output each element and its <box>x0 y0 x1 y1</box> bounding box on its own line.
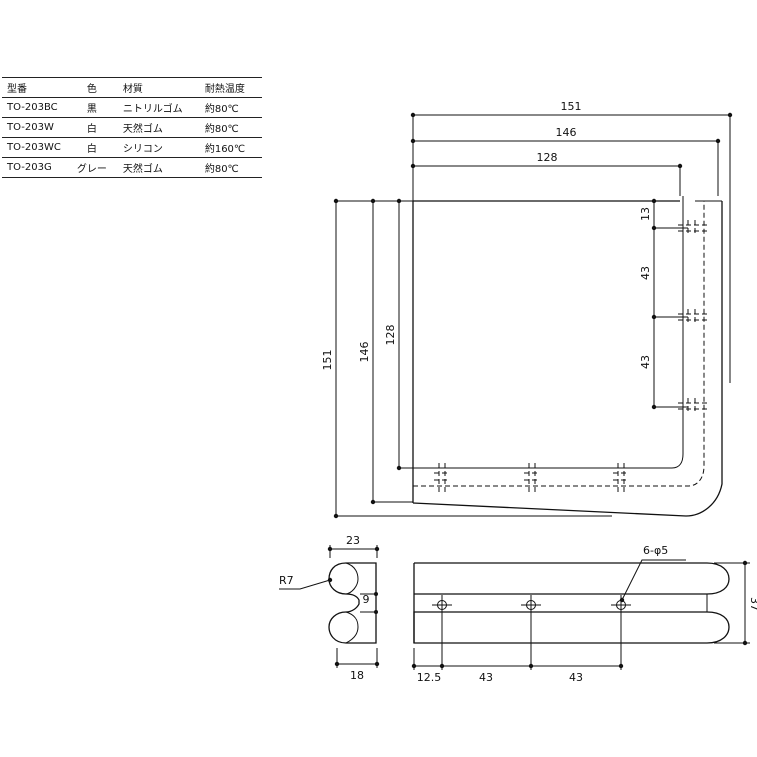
dim-left-151: 151 <box>321 350 334 371</box>
dim-side-43b: 43 <box>569 671 583 684</box>
dim-profile-9: 9 <box>363 593 370 606</box>
dim-left-128: 128 <box>384 325 397 346</box>
profile-view: 23 R7 9 18 <box>279 534 380 682</box>
spec-table: 型番 色 材質 耐熱温度 TO-203BC 黒 ニトリルゴム 約80℃ TO-2… <box>2 77 262 178</box>
cell-material: 天然ゴム <box>117 157 200 178</box>
left-dimensions: 151 146 128 <box>321 198 643 519</box>
dim-left-146: 146 <box>358 342 371 363</box>
top-dimensions: 151 146 128 <box>410 100 733 383</box>
dim-side-37: 37 <box>748 597 757 611</box>
dim-profile-23: 23 <box>346 534 360 547</box>
dim-profile-18: 18 <box>350 669 364 682</box>
dim-right-43a: 43 <box>639 266 652 280</box>
right-hole-dimensions: 13 43 43 <box>639 198 688 410</box>
spec-table-header-row: 型番 色 材質 耐熱温度 <box>2 77 262 98</box>
dim-profile-r7: R7 <box>279 574 294 587</box>
dim-side-12-5: 12.5 <box>417 671 442 684</box>
table-row: TO-203G グレー 天然ゴム 約80℃ <box>2 157 262 178</box>
side-view: 6-φ5 37 12.5 43 43 <box>411 544 757 684</box>
cell-color: グレー <box>65 157 118 178</box>
dim-side-43a: 43 <box>479 671 493 684</box>
dim-right-43b: 43 <box>639 355 652 369</box>
cell-heat: 約80℃ <box>199 157 262 178</box>
cell-model: TO-203G <box>2 157 66 178</box>
dim-side-hole-callout: 6-φ5 <box>643 544 668 557</box>
dim-top-151: 151 <box>561 100 582 113</box>
right-hole-markers <box>678 220 710 414</box>
dim-top-128: 128 <box>537 151 558 164</box>
bottom-hole-markers <box>434 463 629 492</box>
main-outline <box>412 196 723 517</box>
dim-top-146: 146 <box>556 126 577 139</box>
dim-right-13: 13 <box>639 207 652 221</box>
